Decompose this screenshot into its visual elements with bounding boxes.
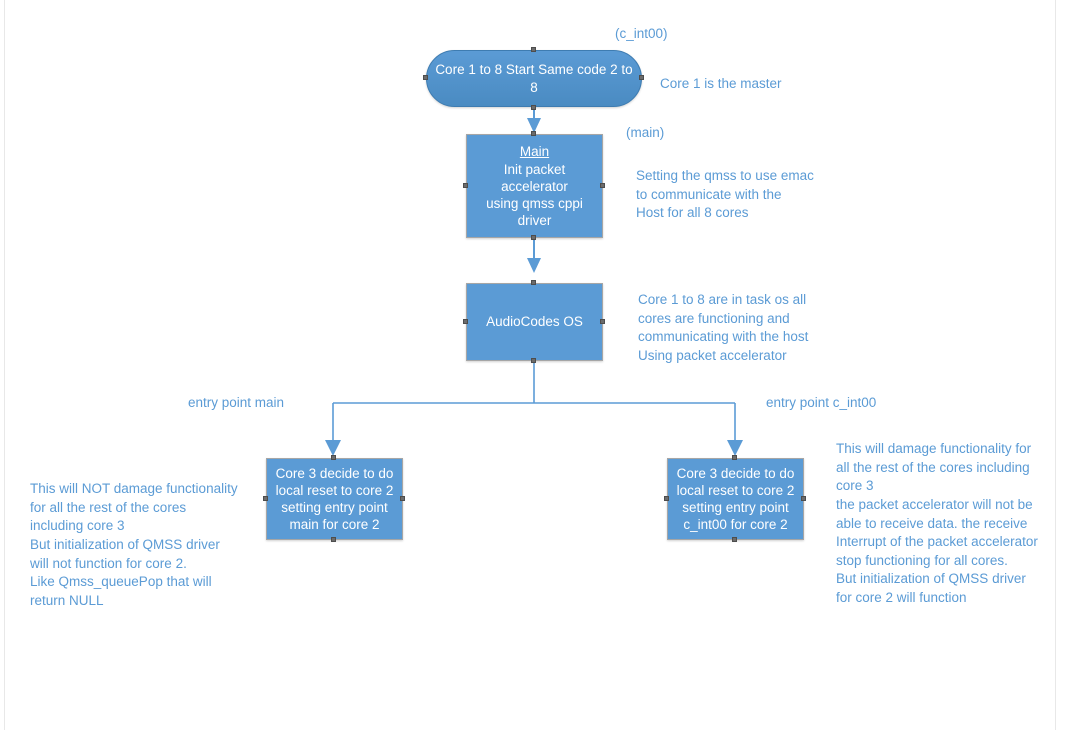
page-frame-line-left (4, 0, 5, 730)
note-core1-master: Core 1 is the master (660, 76, 782, 91)
handle-os-right[interactable] (600, 319, 605, 324)
note-cint00-tag: (c_int00) (615, 26, 668, 41)
edge-label-entry-point-main: entry point main (188, 395, 285, 410)
handle-branch-main-top[interactable] (331, 455, 336, 460)
node-main-label: Init packet accelerator using qmss cppi … (486, 161, 583, 229)
node-branch-entry-cint00[interactable]: Core 3 decide to do local reset to core … (667, 458, 804, 540)
connector-main-to-os (527, 238, 541, 273)
node-audiocodes-os[interactable]: AudioCodes OS (466, 283, 603, 361)
connector-os-split-bus (333, 360, 735, 404)
node-core-start-label: Core 1 to 8 Start Same code 2 to 8 (435, 62, 633, 95)
connector-start-to-main (527, 107, 541, 133)
node-branch-entry-cint00-label: Core 3 decide to do local reset to core … (676, 465, 795, 533)
handle-start-bottom[interactable] (531, 105, 536, 110)
handle-main-left[interactable] (463, 183, 468, 188)
handle-branch-cint00-top[interactable] (732, 455, 737, 460)
handle-branch-cint00-right[interactable] (801, 496, 806, 501)
handle-os-bottom[interactable] (531, 358, 536, 363)
node-branch-entry-main-label: Core 3 decide to do local reset to core … (275, 465, 394, 533)
node-branch-entry-main[interactable]: Core 3 decide to do local reset to core … (266, 458, 403, 540)
node-main[interactable]: Main Init packet accelerator using qmss … (466, 134, 603, 238)
handle-start-top[interactable] (531, 47, 536, 52)
node-audiocodes-os-label: AudioCodes OS (486, 314, 583, 330)
handle-branch-main-bottom[interactable] (331, 537, 336, 542)
handle-branch-main-left[interactable] (263, 496, 268, 501)
note-os-description: Core 1 to 8 are in task os all cores are… (638, 292, 809, 363)
handle-main-top[interactable] (531, 131, 536, 136)
edge-label-entry-point-cint00: entry point c_int00 (766, 395, 877, 410)
handle-branch-main-right[interactable] (400, 496, 405, 501)
node-core-start[interactable]: Core 1 to 8 Start Same code 2 to 8 (426, 50, 642, 107)
connector-bus-to-branch-main (325, 403, 341, 456)
note-main-tag: (main) (626, 125, 665, 140)
handle-main-right[interactable] (600, 183, 605, 188)
handle-os-top[interactable] (531, 280, 536, 285)
handle-start-right[interactable] (639, 75, 644, 80)
page-frame-line-right (1055, 0, 1056, 730)
handle-branch-cint00-bottom[interactable] (732, 537, 737, 542)
note-right-outcome: This will damage functionality for all t… (836, 441, 1038, 605)
handle-main-bottom[interactable] (531, 235, 536, 240)
node-main-title: Main (519, 143, 550, 159)
note-main-description: Setting the qmss to use emac to communic… (636, 168, 814, 221)
handle-start-left[interactable] (423, 75, 428, 80)
connector-bus-to-branch-cint00 (727, 403, 743, 456)
handle-branch-cint00-left[interactable] (664, 496, 669, 501)
note-left-outcome: This will NOT damage functionality for a… (30, 481, 238, 608)
handle-os-left[interactable] (463, 319, 468, 324)
